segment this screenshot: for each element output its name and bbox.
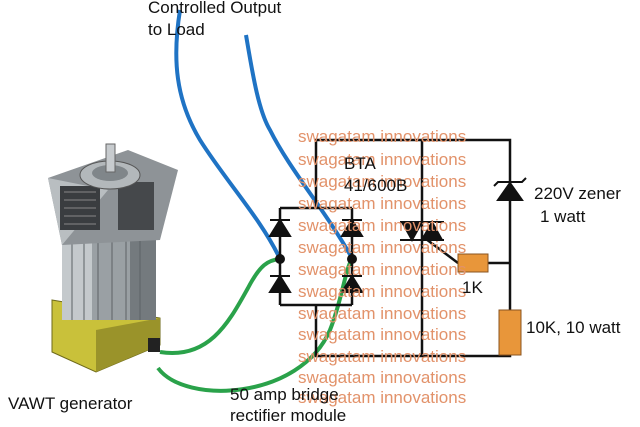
resistor-10k (498, 309, 522, 356)
watermark-line: swagatam innovations (298, 304, 467, 323)
watermark-line: swagatam innovations (298, 238, 467, 257)
watermark-line: swagatam innovations (298, 282, 467, 301)
zener-label-line1: 220V zener (534, 184, 621, 203)
watermark-line: swagatam innovations (298, 368, 467, 387)
watermark-line: swagatam innovations (298, 388, 467, 407)
output-label-line1: Controlled Output (148, 0, 282, 17)
triac-symbol (400, 219, 444, 243)
resistor-10k-label: 10K, 10 watt (526, 318, 621, 337)
vawt-generator-image (48, 143, 178, 373)
zener-label-line2: 1 watt (540, 207, 586, 226)
triac-label-line2: 41/600B (344, 176, 408, 195)
bridge-label-line1: 50 amp bridge (230, 385, 339, 404)
output-wire-1 (174, 9, 282, 260)
output-wire-2 (244, 34, 354, 259)
zener-diode-symbol (493, 177, 527, 201)
watermark-line: swagatam innovations (298, 172, 467, 191)
watermark-line: swagatam innovations (298, 194, 467, 213)
resistor-1k (457, 253, 489, 273)
watermark-line: swagatam innovations (298, 127, 467, 146)
generator-wire-1 (159, 257, 281, 356)
resistor-1k-label: 1K (462, 278, 483, 297)
watermark-line: swagatam innovations (298, 150, 467, 169)
watermark-line: swagatam innovations (298, 216, 467, 235)
generator-label: VAWT generator (8, 394, 133, 413)
generator-wire-2 (156, 257, 354, 393)
bridge-label-line2: rectifier module (230, 406, 347, 425)
bridge-diodes (268, 218, 364, 293)
watermark-line: swagatam innovations (298, 347, 467, 366)
watermark-line: swagatam innovations (298, 260, 467, 279)
output-label-line2: to Load (148, 20, 205, 39)
triac-label-line1: BTA (344, 154, 376, 173)
watermark-line: swagatam innovations (298, 325, 467, 344)
